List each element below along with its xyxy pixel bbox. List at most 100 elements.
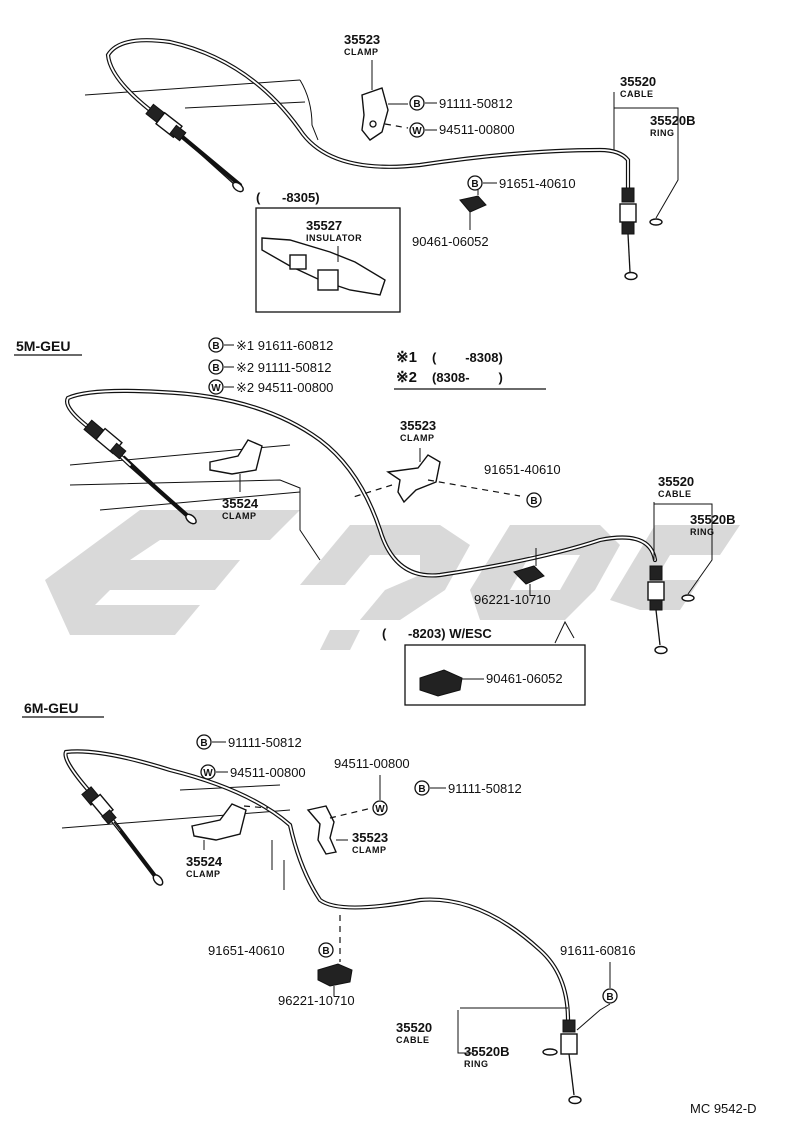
note-mark-2: ※2	[396, 369, 417, 386]
label-96221-10710-bot: 96221-10710	[278, 993, 355, 1008]
note-range-2: (8308- )	[432, 370, 503, 385]
badge-b-mid-text: B	[530, 496, 537, 507]
label-clamp-bot-35524: CLAMP	[186, 869, 221, 879]
label-91651-40610-top: 91651-40610	[499, 176, 576, 191]
label-91111-50812-bot-1: 91111-50812	[228, 735, 302, 750]
legend-91611-60812: ※1 91611-60812	[236, 338, 333, 353]
badge-b-top-2-text: B	[471, 179, 478, 190]
label-96221-10710-mid: 96221-10710	[474, 592, 551, 607]
label-cable-top: CABLE	[620, 89, 654, 99]
cable-end-mid-rear	[654, 645, 668, 655]
note-range-1: ( -8308)	[432, 350, 503, 365]
label-90461-06052-mid: 90461-06052	[486, 671, 563, 686]
legend-b-1-text: B	[212, 341, 219, 352]
label-35520-top: 35520	[620, 74, 656, 89]
clamp-35523-bot	[306, 805, 337, 855]
badge-b-top-2: B	[467, 175, 483, 191]
label-90461-06052-top: 90461-06052	[412, 234, 489, 249]
label-esc-range: ( -8203) W/ESC	[382, 626, 492, 641]
note-mark-1: ※1	[396, 349, 417, 366]
label-35524-bot: 35524	[186, 854, 223, 869]
badge-w-top-1: W	[409, 122, 425, 138]
badge-b-mid: B	[526, 492, 542, 508]
ring-35520b-bot	[542, 1048, 558, 1056]
legend-b-2-text: B	[212, 363, 219, 374]
legend-w-1: W	[208, 379, 224, 395]
badge-w-bot-2-text: W	[375, 804, 385, 815]
cable-end-top-front	[232, 181, 244, 193]
footer-code: MC 9542-D	[690, 1101, 756, 1116]
label-clamp-mid-35524: CLAMP	[222, 511, 257, 521]
legend-w-1-text: W	[211, 383, 221, 394]
label-range-8305: ( -8305)	[256, 190, 320, 205]
label-clamp-mid-35523: CLAMP	[400, 433, 435, 443]
badge-w-bot-1: W	[200, 764, 216, 780]
badge-b-bot-3-text: B	[322, 946, 329, 957]
badge-b-top-1-text: B	[413, 99, 420, 110]
insulator-35527	[261, 237, 386, 296]
insulator-box	[255, 207, 401, 313]
label-94511-00800-bot-2: 94511-00800	[334, 756, 410, 771]
label-35524-mid: 35524	[222, 496, 259, 511]
badge-b-top-1: B	[409, 95, 425, 111]
clip-96221-bot	[317, 963, 353, 987]
label-cable-bot: CABLE	[396, 1035, 430, 1045]
section-title-5m-geu: 5M-GEU	[16, 338, 70, 354]
label-91111-50812-bot-2: 91111-50812	[448, 781, 522, 796]
clamp-35524-mid	[209, 439, 263, 475]
top-section	[84, 38, 679, 313]
label-insulator: INSULATOR	[306, 233, 362, 243]
clip-96221-mid	[513, 565, 545, 585]
label-35523-mid: 35523	[400, 418, 436, 433]
label-ring-mid: RING	[690, 527, 715, 537]
badge-b-bot-4-text: B	[606, 992, 613, 1003]
label-cable-mid: CABLE	[658, 489, 692, 499]
clamp-35524-bot	[191, 803, 247, 841]
label-clamp-top: CLAMP	[344, 47, 379, 57]
ring-35520b-mid	[681, 594, 695, 602]
clip-90461-mid	[419, 669, 463, 697]
label-91611-60816-bot: 91611-60816	[560, 943, 636, 958]
cable-end-bot-rear	[568, 1095, 582, 1105]
label-91651-40610-bot: 91651-40610	[208, 943, 285, 958]
badge-b-bot-3: B	[318, 942, 334, 958]
label-91651-40610-mid: 91651-40610	[484, 462, 561, 477]
label-35527: 35527	[306, 218, 342, 233]
label-35520-mid: 35520	[658, 474, 694, 489]
section-title-6m-geu: 6M-GEU	[24, 700, 78, 716]
label-35520b-bot: 35520B	[464, 1044, 510, 1059]
clamp-35523-mid	[386, 454, 441, 504]
label-35523-bot: 35523	[352, 830, 388, 845]
badge-w-bot-2: W	[372, 800, 388, 816]
cable-end-top-rear	[624, 271, 638, 281]
label-clamp-bot-35523: CLAMP	[352, 845, 387, 855]
label-35523-top: 35523	[344, 32, 380, 47]
watermark-logo	[45, 510, 740, 650]
esc-box	[404, 644, 586, 706]
clip-90461-top	[459, 195, 487, 213]
label-94511-00800-top: 94511-00800	[439, 122, 515, 137]
ring-35520b-top	[649, 218, 663, 226]
bottom-section	[61, 749, 611, 1105]
badge-b-bot-4: B	[602, 988, 618, 1004]
badge-w-bot-1-text: W	[203, 768, 213, 779]
legend-b-2: B	[208, 359, 224, 375]
legend-94511-00800: ※2 94511-00800	[236, 380, 333, 395]
label-94511-00800-bot-1: 94511-00800	[230, 765, 306, 780]
badge-b-bot-1-text: B	[200, 738, 207, 749]
badge-b-bot-2-text: B	[418, 784, 425, 795]
cable-end-mid-front	[185, 513, 197, 525]
label-35520-bot: 35520	[396, 1020, 432, 1035]
label-35520b-mid: 35520B	[690, 512, 736, 527]
cable-end-bot-front	[152, 874, 164, 886]
badge-b-bot-2: B	[414, 780, 430, 796]
badge-w-top-1-text: W	[412, 126, 422, 137]
legend-b-1: B	[208, 337, 224, 353]
legend-91111-50812: ※2 91111-50812	[236, 360, 331, 375]
middle-section	[65, 388, 713, 706]
label-91111-50812-top: 91111-50812	[439, 96, 513, 111]
badge-b-bot-1: B	[196, 734, 212, 750]
label-ring-top: RING	[650, 128, 675, 138]
clamp-35523-top	[361, 87, 389, 141]
